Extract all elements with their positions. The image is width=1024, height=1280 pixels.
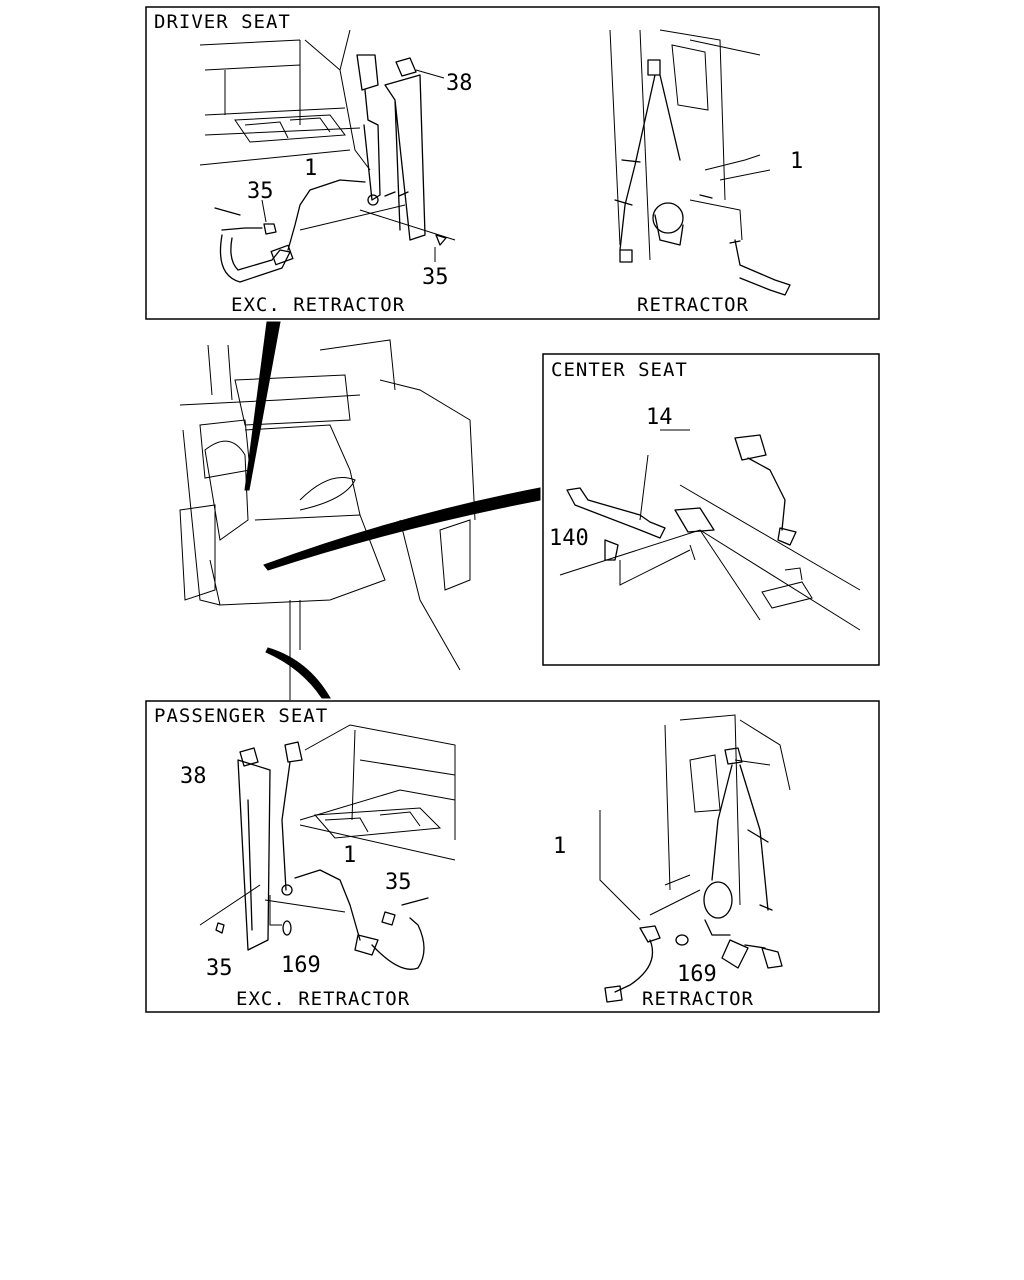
passenger-panel-title: PASSENGER SEAT — [154, 705, 328, 727]
callout-1-passenger-right: 1 — [553, 834, 566, 859]
driver-panel-frame — [145, 6, 880, 320]
callout-1-driver-right: 1 — [790, 149, 803, 174]
callout-35-passenger-left: 35 — [206, 956, 233, 981]
center-panel-title: CENTER SEAT — [551, 359, 688, 381]
passenger-caption-exc-retractor: EXC. RETRACTOR — [236, 988, 410, 1010]
pointer-driver — [244, 321, 281, 491]
driver-caption-exc-retractor: EXC. RETRACTOR — [231, 294, 405, 316]
driver-panel-title: DRIVER SEAT — [154, 11, 291, 33]
callout-38-driver: 38 — [446, 71, 473, 96]
passenger-panel-frame — [145, 700, 880, 1013]
retractor-icon — [652, 202, 684, 234]
callout-1-passenger-left: 1 — [343, 843, 356, 868]
cab-interior-illustration — [179, 321, 541, 700]
pointer-passenger — [265, 647, 331, 699]
callout-140: 140 — [549, 526, 589, 551]
driver-retractor-illustration — [609, 29, 791, 296]
center-panel-frame — [542, 353, 880, 666]
center-seat-illustration — [559, 429, 861, 631]
callout-169-passenger-right: 169 — [677, 962, 717, 987]
callout-169-passenger-left: 169 — [281, 953, 321, 978]
callout-35-driver-top: 35 — [247, 179, 274, 204]
callout-14: 14 — [646, 405, 673, 430]
retractor-passenger-icon — [703, 881, 733, 919]
center-seat-panel: CENTER SEAT 14 140 — [542, 353, 880, 666]
passenger-exc-retractor-illustration — [199, 724, 456, 970]
grommet-38-icon — [395, 57, 417, 77]
driver-exc-retractor-illustration — [199, 29, 456, 283]
grommet-38-passenger-icon — [239, 747, 259, 767]
callout-35-driver-bottom: 35 — [422, 265, 449, 290]
bolt-icon — [604, 539, 619, 561]
callout-35-passenger-right: 35 — [385, 870, 412, 895]
pointer-center — [263, 487, 541, 571]
passenger-seat-panel: PASSENGER SEAT 38 1 35 35 169 EXC. RETRA… — [145, 700, 880, 1013]
passenger-retractor-illustration — [599, 714, 791, 1003]
driver-caption-retractor: RETRACTOR — [637, 294, 749, 316]
passenger-caption-retractor: RETRACTOR — [642, 988, 754, 1010]
callout-38-passenger: 38 — [180, 764, 207, 789]
driver-seat-panel: DRIVER SEAT 38 1 35 35 EXC. RETRACTOR — [145, 6, 880, 320]
bolt-passenger-icon — [744, 944, 783, 969]
callout-1-driver-left: 1 — [304, 156, 317, 181]
